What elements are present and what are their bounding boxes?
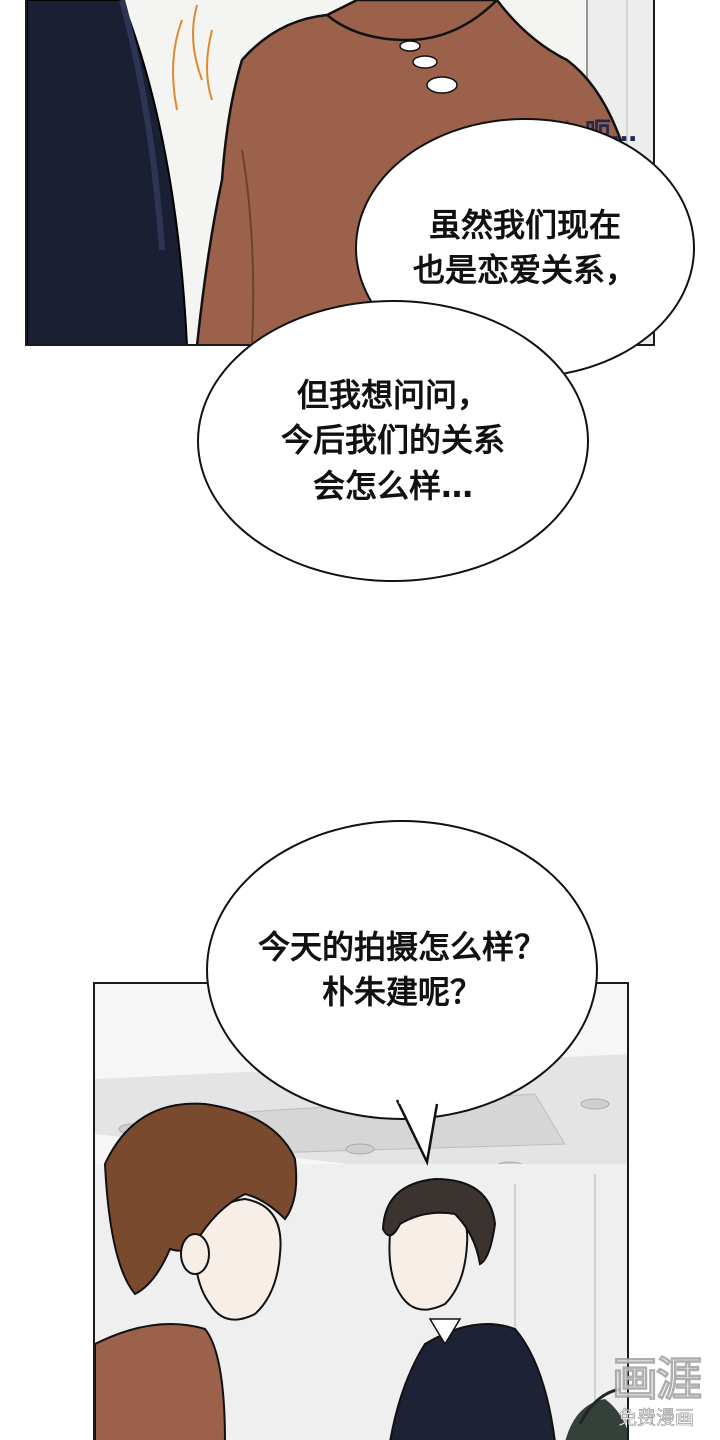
speech-bubble-top-left: 但我想问问， 今后我们的关系 会怎么样…	[197, 300, 589, 582]
speech-bubble-bottom: 今天的拍摄怎么样？ 朴朱建呢？	[206, 820, 598, 1120]
speech-text-top-right: 虽然我们现在 也是恋爱关系，	[412, 205, 637, 289]
speech-text-bottom: 今天的拍摄怎么样？ 朴朱建呢？	[257, 927, 546, 1011]
speech-bubble-bottom-tail	[395, 1098, 439, 1167]
watermark-subtitle: 免费漫画	[617, 1407, 695, 1430]
watermark-logo: 画涯	[612, 1352, 703, 1407]
speech-bubble-top-right: 虽然我们现在 也是恋爱关系，	[355, 118, 695, 378]
watermark: 画涯 免费漫画	[612, 1343, 703, 1430]
panel-bottom-art	[95, 1054, 627, 1440]
speech-text-top-left: 但我想问问， 今后我们的关系 会怎么样…	[280, 375, 505, 505]
